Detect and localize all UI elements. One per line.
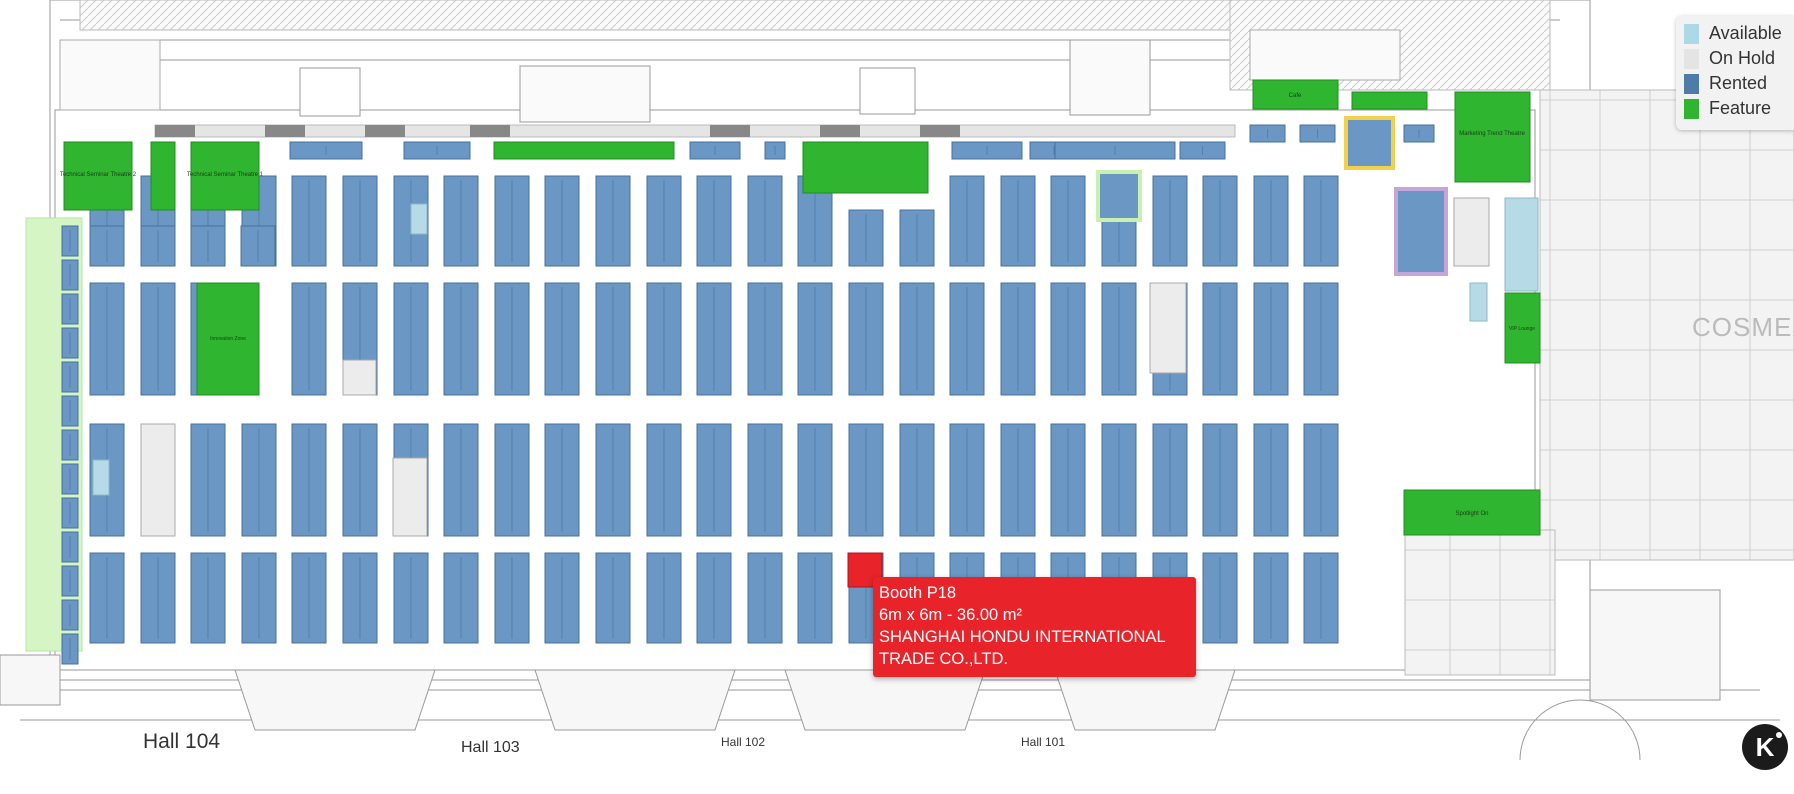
- feature-area-centre-top[interactable]: [802, 141, 929, 194]
- feature-area-technical-seminar-theatre-2[interactable]: [63, 141, 133, 211]
- booth-tooltip: Booth P18 6m x 6m - 36.00 m² SHANGHAI HO…: [873, 577, 1196, 677]
- booth-available[interactable]: [1504, 197, 1539, 292]
- legend-item-rented: Rented: [1684, 71, 1786, 96]
- logo-letter: K: [1756, 732, 1775, 762]
- open-grid-area: [1539, 89, 1794, 561]
- hall-101-label: Hall 101: [1021, 735, 1065, 749]
- tooltip-company-name: SHANGHAI HONDU INTERNATIONAL: [879, 628, 1166, 646]
- hall-103-label: Hall 103: [461, 739, 520, 756]
- hall-102-label: Hall 102: [721, 735, 765, 749]
- legend-item-feature: Feature: [1684, 96, 1786, 121]
- legend-swatch: [1684, 48, 1699, 69]
- booth-available[interactable]: [1469, 282, 1488, 322]
- tooltip-booth-size: 6m x 6m - 36.00 m²: [879, 606, 1023, 624]
- feature-area-upper-right[interactable]: [1351, 91, 1428, 110]
- feature-label: Spotlight On: [1455, 511, 1488, 517]
- legend-label: Rented: [1709, 73, 1768, 93]
- pavilion-purple-outline[interactable]: [1394, 187, 1448, 276]
- feature-area-marketing-trend-theatre[interactable]: [1454, 91, 1531, 183]
- service-rooms-top: [59, 0, 1551, 138]
- feature-label: Technical Seminar Theatre 1: [187, 172, 264, 178]
- feature-area-innovation-zone[interactable]: [196, 282, 260, 396]
- legend-swatch: [1684, 98, 1699, 119]
- legend-item-on-hold: On Hold: [1684, 46, 1786, 71]
- booth-available[interactable]: [410, 203, 428, 235]
- legend: Available On Hold Rented Feature: [1676, 16, 1794, 130]
- feature-area-technical-seminar-theatre-1[interactable]: [190, 141, 260, 211]
- pavilion-green-outline[interactable]: [1096, 170, 1142, 222]
- feature-area-vip-lounge[interactable]: [1504, 292, 1541, 364]
- booth-on-hold[interactable]: [1453, 197, 1490, 267]
- feature-area-strip-top[interactable]: [493, 141, 675, 160]
- feature-label: VIP Lounge: [1509, 326, 1535, 332]
- legend-label: Available: [1709, 23, 1782, 43]
- feature-area-spotlight-on[interactable]: [1403, 489, 1541, 536]
- feature-label: Cafe: [1289, 93, 1302, 99]
- k-logo-icon: K: [1756, 732, 1782, 762]
- tooltip-company-name-cont: TRADE CO.,LTD.: [879, 650, 1008, 668]
- booth-available[interactable]: [92, 459, 110, 496]
- venue-label: COSMEX: [1692, 312, 1794, 342]
- feature-area-cafe[interactable]: [1252, 79, 1339, 110]
- feature-area-small[interactable]: [150, 141, 176, 211]
- feature-label: Technical Seminar Theatre 2: [60, 172, 137, 178]
- booth-layer[interactable]: [61, 124, 1435, 665]
- booth-on-hold[interactable]: [140, 423, 176, 537]
- booth-on-hold[interactable]: [392, 457, 428, 537]
- bottom-structures: [0, 589, 1721, 761]
- feature-label: Marketing Trend Theatre: [1459, 131, 1525, 137]
- legend-label: On Hold: [1709, 48, 1776, 68]
- feature-areas[interactable]: Technical Seminar Theatre 2 Technical Se…: [60, 79, 1541, 536]
- tooltip-booth-number: Booth P18: [879, 584, 957, 602]
- legend-label: Feature: [1709, 98, 1772, 118]
- legend-swatch: [1684, 23, 1699, 44]
- booth-on-hold[interactable]: [342, 359, 377, 396]
- legend-swatch: [1684, 73, 1699, 94]
- feature-label: Innovation Zone: [210, 336, 246, 342]
- open-grid-area-lower: [1404, 529, 1556, 676]
- app-logo-button[interactable]: K: [1742, 724, 1788, 770]
- pavilion-yellow-outline[interactable]: [1344, 116, 1395, 170]
- hall-104-label: Hall 104: [143, 730, 220, 753]
- booth-on-hold[interactable]: [1149, 282, 1187, 374]
- legend-item-available: Available: [1684, 21, 1786, 46]
